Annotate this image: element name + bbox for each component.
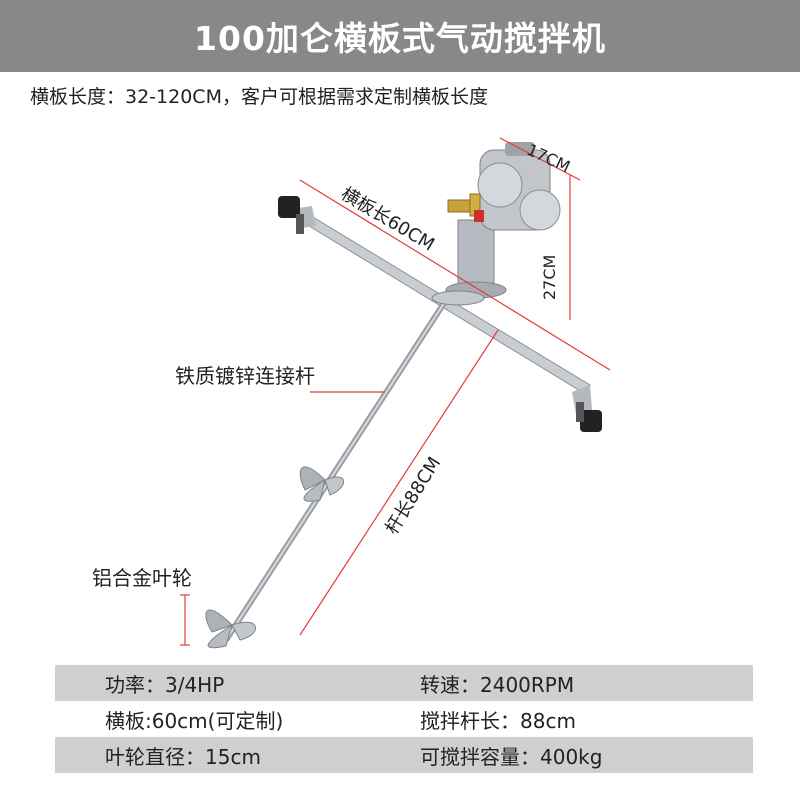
impeller-upper	[299, 466, 345, 502]
spec-speed: 转速：2400RPM	[420, 672, 575, 697]
dimension-lines	[180, 137, 611, 646]
height-dimension-label: 27CM	[540, 254, 559, 300]
impeller-label: 铝合金叶轮	[92, 566, 192, 590]
title-bar: 100加仑横板式气动搅拌机	[0, 0, 800, 72]
spec-impeller-diameter: 叶轮直径：15cm	[105, 744, 261, 769]
air-inlet-fitting	[447, 193, 484, 222]
spec-row: 横板:60cm(可定制) 搅拌杆长：88cm	[55, 701, 753, 737]
spec-table: 功率：3/4HP 转速：2400RPM 横板:60cm(可定制) 搅拌杆长：88…	[55, 665, 753, 773]
impeller-lower	[205, 609, 257, 649]
spec-rod-length: 搅拌杆长：88cm	[420, 708, 576, 733]
spec-power: 功率：3/4HP	[105, 672, 225, 697]
clamp-knob-left	[278, 196, 304, 234]
spec-row: 叶轮直径：15cm 可搅拌容量：400kg	[55, 737, 753, 773]
spec-row: 功率：3/4HP 转速：2400RPM	[55, 665, 753, 701]
crossbar-plate	[295, 206, 592, 414]
clamp-knob-right	[576, 402, 602, 432]
page-title: 100加仑横板式气动搅拌机	[194, 19, 606, 58]
rod-material-label: 铁质镀锌连接杆	[175, 364, 315, 388]
subtitle: 横板长度：32-120CM，客户可根据需求定制横板长度	[30, 86, 488, 108]
spec-capacity: 可搅拌容量：400kg	[420, 744, 603, 769]
spec-plate: 横板:60cm(可定制)	[105, 708, 284, 733]
